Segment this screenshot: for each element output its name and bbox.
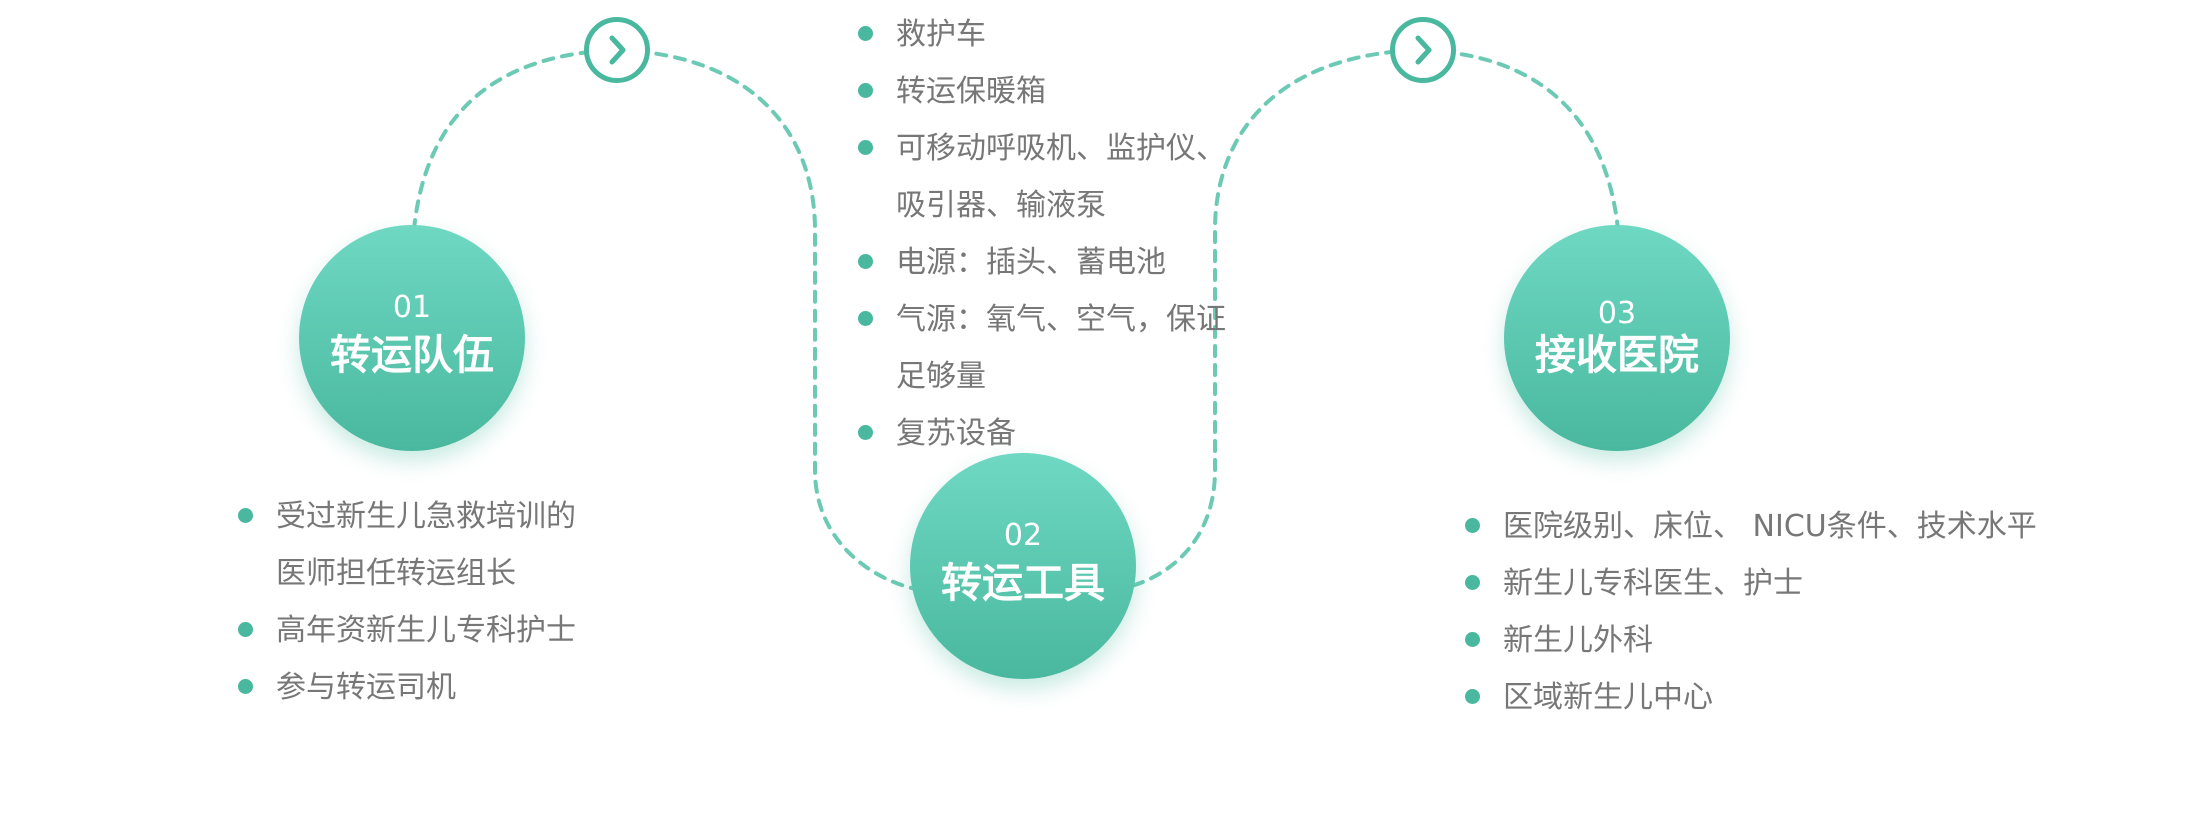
step-title: 接收医院 — [1535, 331, 1699, 379]
list-item: 区域新生儿中心 — [1465, 669, 2037, 726]
team-list: 受过新生儿急救培训的 医师担任转运组长 高年资新生儿专科护士 参与转运司机 — [238, 488, 576, 716]
step-node-hospital: 03 接收医院 — [1504, 225, 1730, 451]
list-item: 新生儿外科 — [1465, 612, 2037, 669]
step-node-team: 01 转运队伍 — [299, 225, 525, 451]
step-number: 02 — [1003, 518, 1043, 553]
step-node-tools: 02 转运工具 — [910, 453, 1136, 679]
list-item: 复苏设备 — [858, 405, 1226, 462]
dashed-flow-line — [1113, 47, 1622, 592]
chevron-right-icon — [609, 35, 626, 65]
list-item: 气源：氧气、空气，保证 — [858, 291, 1226, 348]
hospital-list: 医院级别、床位、 NICU条件、技术水平 新生儿专科医生、护士 新生儿外科 区域… — [1465, 498, 2037, 726]
list-item: 高年资新生儿专科护士 — [238, 602, 576, 659]
list-item: 救护车 — [858, 6, 1226, 63]
list-item: 新生儿专科医生、护士 — [1465, 555, 2037, 612]
chevron-right-icon — [1415, 35, 1432, 65]
tools-list: 救护车 转运保暖箱 可移动呼吸机、监护仪、 吸引器、输液泵 电源：插头、蓄电池 … — [858, 6, 1226, 462]
list-item: 转运保暖箱 — [858, 63, 1226, 120]
connector-arrow-2 — [1390, 17, 1456, 83]
step-title: 转运工具 — [941, 559, 1105, 607]
list-item: 电源：插头、蓄电池 — [858, 234, 1226, 291]
step-title: 转运队伍 — [330, 331, 494, 379]
list-item: 可移动呼吸机、监护仪、 — [858, 120, 1226, 177]
connector-arrow-1 — [584, 17, 650, 83]
list-item-continuation: 足够量 — [896, 359, 986, 394]
list-item: 医院级别、床位、 NICU条件、技术水平 — [1465, 498, 2037, 555]
dashed-flow-line — [410, 47, 922, 592]
list-item: 参与转运司机 — [238, 659, 576, 716]
list-item-continuation: 吸引器、输液泵 — [896, 188, 1106, 223]
step-number: 01 — [392, 290, 432, 325]
list-item: 受过新生儿急救培训的 — [238, 488, 576, 545]
list-item-continuation: 医师担任转运组长 — [276, 556, 516, 591]
step-number: 03 — [1597, 296, 1637, 331]
